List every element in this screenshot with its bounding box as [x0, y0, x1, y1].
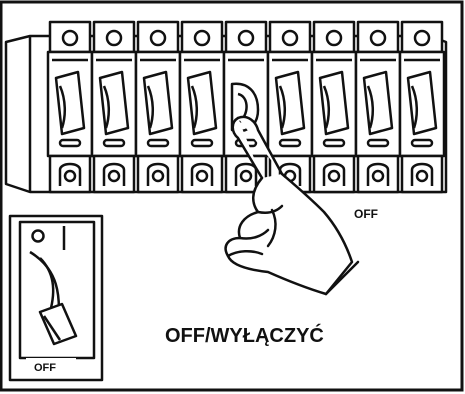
indicator-slot — [410, 138, 434, 148]
inset-toggle-lever — [38, 302, 78, 346]
breaker-top-block — [224, 20, 268, 54]
bottom-screw-icon — [151, 169, 165, 183]
breaker-bottom-block — [136, 154, 180, 194]
breaker-top-block — [356, 20, 400, 54]
bottom-terminal — [190, 162, 214, 186]
bottom-terminal — [410, 162, 434, 186]
breaker-8 — [354, 20, 402, 194]
breaker-top-block — [48, 20, 92, 54]
top-screw-icon — [61, 29, 79, 47]
toggle-lever-on — [362, 70, 394, 136]
top-screw-icon — [369, 29, 387, 47]
breaker-7 — [310, 20, 358, 194]
breaker-6 — [266, 20, 314, 194]
breaker-bottom-block — [312, 154, 356, 194]
inset-breaker-off — [8, 214, 104, 382]
breaker-2 — [90, 20, 138, 194]
hand-finger-fold-1 — [256, 204, 284, 214]
toggle-lever-shading — [190, 85, 198, 129]
bottom-screw-icon — [415, 169, 429, 183]
bottom-screw-icon — [327, 169, 341, 183]
indicator-slot — [322, 138, 346, 148]
inset-frame — [8, 214, 104, 382]
caption-off-wylaczyc: OFF/WYŁĄCZYĆ — [165, 323, 324, 347]
bottom-screw-icon — [195, 169, 209, 183]
inset-screw-icon — [31, 229, 45, 243]
inset-off-label-bg — [26, 358, 76, 374]
toggle-lever-on — [274, 70, 306, 136]
toggle-lever-shading — [102, 85, 110, 129]
indicator-slot — [190, 138, 214, 148]
breaker-top-block — [180, 20, 224, 54]
hand-palm — [224, 172, 354, 296]
breaker-bottom-block — [356, 154, 400, 194]
off-label-inset: OFF — [34, 362, 56, 374]
hand-thumb — [226, 250, 264, 258]
breaker-1 — [46, 20, 94, 194]
bottom-screw-icon — [63, 169, 77, 183]
hand-illustration — [224, 115, 360, 296]
toggle-lever-shading — [58, 85, 66, 129]
indicator-slot — [58, 138, 82, 148]
top-screw-icon — [325, 29, 343, 47]
hand-index-finger — [231, 116, 264, 180]
toggle-lever-on — [98, 70, 130, 136]
breaker-top-block — [312, 20, 356, 54]
off-label-main: OFF — [354, 207, 378, 221]
hand-index-finger-back — [236, 115, 284, 176]
toggle-lever-on — [142, 70, 174, 136]
bottom-screw-icon — [107, 169, 121, 183]
bottom-terminal — [322, 162, 346, 186]
breaker-9 — [398, 20, 446, 194]
breaker-top-block — [268, 20, 312, 54]
breaker-bottom-block — [224, 154, 268, 194]
breaker-bottom-block — [48, 154, 92, 194]
inset-lever-shading — [42, 315, 62, 341]
breaker-panel — [4, 20, 448, 194]
indicator-slot — [366, 138, 390, 148]
toggle-lever-on — [406, 70, 438, 136]
bottom-screw-icon — [239, 169, 253, 183]
breaker-3 — [134, 20, 182, 194]
toggle-lever-shading — [366, 85, 374, 129]
breaker-4 — [178, 20, 226, 194]
hand-wrist — [324, 260, 360, 296]
toggle-lever-shading — [278, 85, 286, 129]
breaker-bottom-block — [180, 154, 224, 194]
bottom-terminal — [58, 162, 82, 186]
breaker-bottom-block — [400, 154, 444, 194]
indicator-slot — [146, 138, 170, 148]
toggle-lever-on — [186, 70, 218, 136]
indicator-slot — [102, 138, 126, 148]
bottom-terminal — [102, 162, 126, 186]
breaker-bottom-block — [92, 154, 136, 194]
toggle-lever-on — [54, 70, 86, 136]
bottom-terminal — [366, 162, 390, 186]
breaker-5 — [222, 20, 270, 194]
toggle-lever-on — [318, 70, 350, 136]
toggle-lever-shading — [322, 85, 330, 129]
hand-finger-fold-2 — [238, 228, 270, 240]
bottom-terminal — [146, 162, 170, 186]
breaker-top-block — [400, 20, 444, 54]
toggle-lever-shading — [146, 85, 154, 129]
top-screw-icon — [281, 29, 299, 47]
breaker-top-block — [136, 20, 180, 54]
top-screw-icon — [149, 29, 167, 47]
breaker-top-block — [92, 20, 136, 54]
top-screw-icon — [237, 29, 255, 47]
top-screw-icon — [193, 29, 211, 47]
hand-knuckle-line — [266, 208, 277, 248]
top-screw-icon — [413, 29, 431, 47]
bottom-screw-icon — [371, 169, 385, 183]
toggle-lever-shading — [410, 85, 418, 129]
indicator-slot — [278, 138, 302, 148]
top-screw-icon — [105, 29, 123, 47]
